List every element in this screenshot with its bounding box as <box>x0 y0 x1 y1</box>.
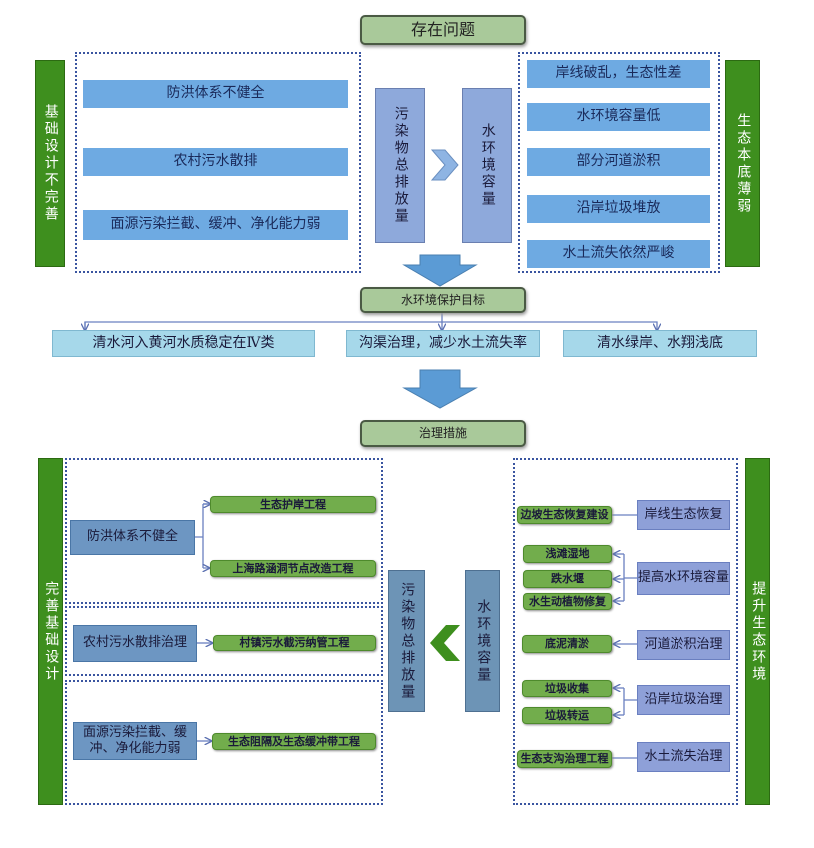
project-pill: 垃圾转运 <box>522 707 612 724</box>
down-arrow-icon <box>402 369 478 409</box>
goals-title: 水环境保护目标 <box>360 287 526 313</box>
project-pill: 村镇污水截污纳管工程 <box>213 635 376 651</box>
problem-item: 面源污染拦截、缓冲、净化能力弱 <box>83 210 348 240</box>
project-pill: 水生动植物修复 <box>523 593 612 610</box>
capacity-box: 水环境容量 <box>462 88 512 243</box>
project-pill: 垃圾收集 <box>522 680 612 697</box>
problem-item: 部分河道淤积 <box>527 148 710 176</box>
right-problems-bar: 生态本底薄弱 <box>725 60 760 267</box>
flood-box: 防洪体系不健全 <box>70 520 195 555</box>
measure-box: 岸线生态恢复 <box>637 500 730 530</box>
goal-item: 沟渠治理，减少水土流失率 <box>346 330 540 357</box>
measure-box: 提高水环境容量 <box>637 562 730 595</box>
capacity-box: 水环境容量 <box>465 570 500 712</box>
left-measures-bar: 完善基础设计 <box>38 458 63 805</box>
problem-item: 农村污水散排 <box>83 148 348 176</box>
goal-item: 清水绿岸、水翔浅底 <box>563 330 757 357</box>
pollution-box: 污染物总排放量 <box>375 88 425 243</box>
project-pill: 上海路涵洞节点改造工程 <box>210 560 376 577</box>
problems-title: 存在问题 <box>360 15 526 45</box>
right-measures-group <box>513 458 738 805</box>
measures-title: 治理措施 <box>360 420 526 447</box>
flood-group <box>65 458 383 604</box>
project-pill: 浅滩湿地 <box>523 545 612 563</box>
left-problems-bar: 基础设计不完善 <box>35 60 65 267</box>
sewage-box: 农村污水散排治理 <box>73 625 197 662</box>
nonpoint-group <box>65 680 383 805</box>
chevron-left-icon <box>430 625 460 661</box>
problem-item: 沿岸垃圾堆放 <box>527 195 710 223</box>
problem-item: 水土流失依然严峻 <box>527 240 710 268</box>
problem-item: 岸线破乱，生态性差 <box>527 60 710 88</box>
right-measures-bar: 提升生态环境 <box>745 458 770 805</box>
left-problems-group <box>75 52 361 273</box>
project-pill: 底泥清淤 <box>522 635 612 653</box>
sewage-group <box>65 606 383 676</box>
chevron-right-icon <box>430 149 459 181</box>
measure-box: 沿岸垃圾治理 <box>637 685 730 715</box>
project-pill: 生态阻隔及生态缓冲带工程 <box>212 733 376 750</box>
measure-box: 河道淤积治理 <box>637 630 730 660</box>
right-problems-group <box>518 52 720 273</box>
measure-box: 水土流失治理 <box>637 742 730 772</box>
problem-item: 水环境容量低 <box>527 103 710 131</box>
project-pill: 生态支沟治理工程 <box>517 750 612 768</box>
project-pill: 边坡生态恢复建设 <box>517 506 612 524</box>
project-pill: 跌水堰 <box>523 570 612 588</box>
project-pill: 生态护岸工程 <box>210 496 376 513</box>
problem-item: 防洪体系不健全 <box>83 80 348 108</box>
down-arrow-icon <box>402 254 478 287</box>
pollution-box: 污染物总排放量 <box>388 570 425 712</box>
goal-item: 清水河入黄河水质稳定在Ⅳ类 <box>52 330 315 357</box>
nonpoint-box: 面源污染拦截、缓冲、净化能力弱 <box>73 722 197 760</box>
